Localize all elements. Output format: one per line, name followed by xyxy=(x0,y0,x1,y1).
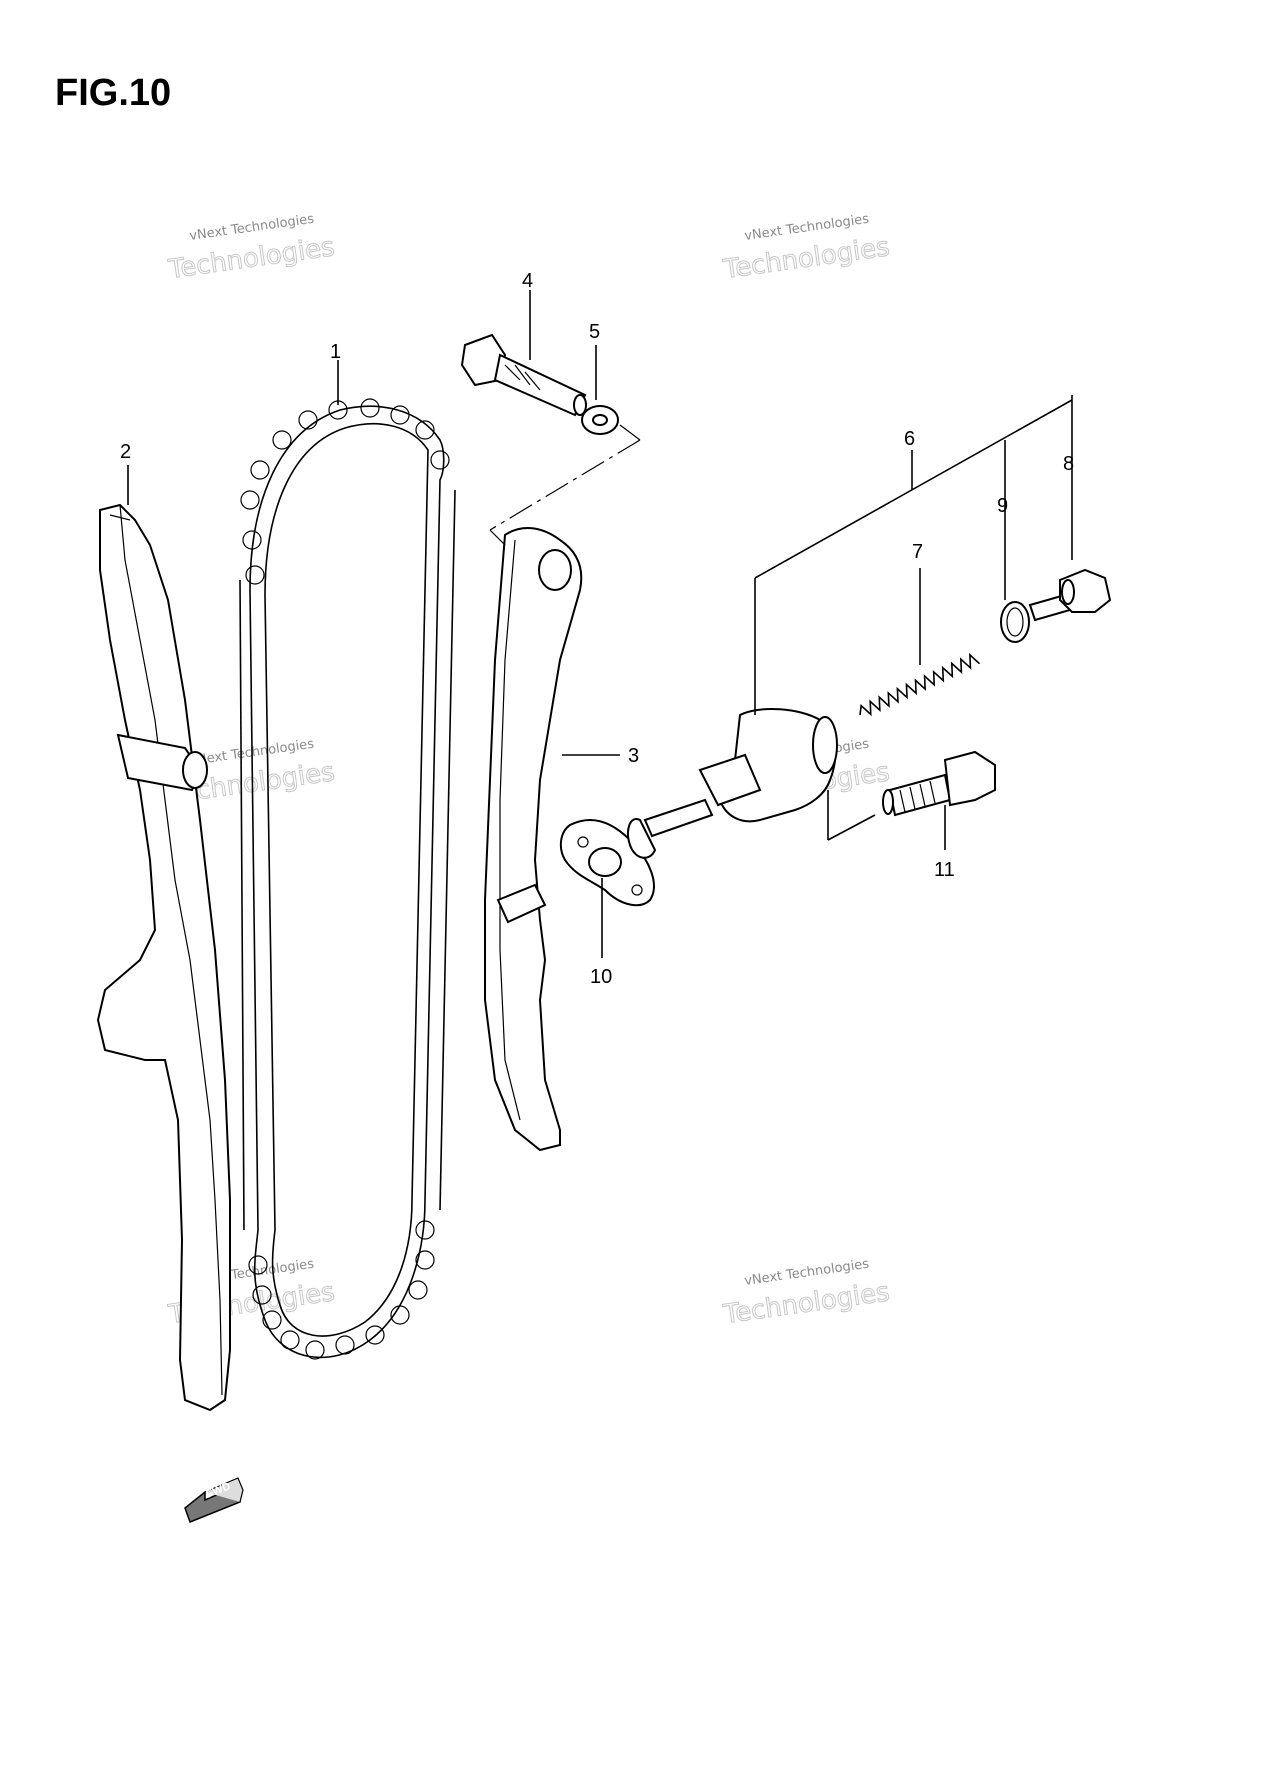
tensioner-arm-part xyxy=(484,527,583,1152)
callout-7: 7 xyxy=(912,541,923,563)
washer-part xyxy=(581,405,619,435)
tensioner-body-part xyxy=(627,707,838,859)
chain-guide-part xyxy=(96,503,231,1412)
callout-labels: 1 2 3 4 5 6 7 8 9 10 11 xyxy=(120,270,1074,988)
figure-title: FIG.10 xyxy=(55,72,172,114)
callout-11: 11 xyxy=(934,859,955,881)
forward-arrow-icon: FWD xyxy=(184,1477,244,1523)
callout-10: 10 xyxy=(590,966,612,988)
callout-5: 5 xyxy=(589,321,600,343)
spring-part xyxy=(859,653,981,717)
pivot-bolt-part xyxy=(460,333,587,417)
callout-2: 2 xyxy=(120,441,131,463)
cam-chain-part xyxy=(239,398,456,1360)
watermark-top-left: vNext Technologies Technologies xyxy=(165,212,337,286)
callout-8: 8 xyxy=(1063,453,1074,475)
callout-6: 6 xyxy=(904,428,915,450)
callout-1: 1 xyxy=(330,341,341,363)
watermark-bot-mid: vNext Technologies Technologies xyxy=(720,1257,892,1331)
mounting-bolt-part xyxy=(882,750,996,817)
callout-3: 3 xyxy=(628,745,639,767)
leader-lines xyxy=(127,290,1073,958)
callout-9: 9 xyxy=(997,495,1008,517)
cap-bolt-part xyxy=(1028,568,1112,622)
callout-4: 4 xyxy=(522,270,533,292)
o-ring-part xyxy=(1000,601,1030,643)
watermark-top-mid: vNext Technologies Technologies xyxy=(720,212,892,286)
